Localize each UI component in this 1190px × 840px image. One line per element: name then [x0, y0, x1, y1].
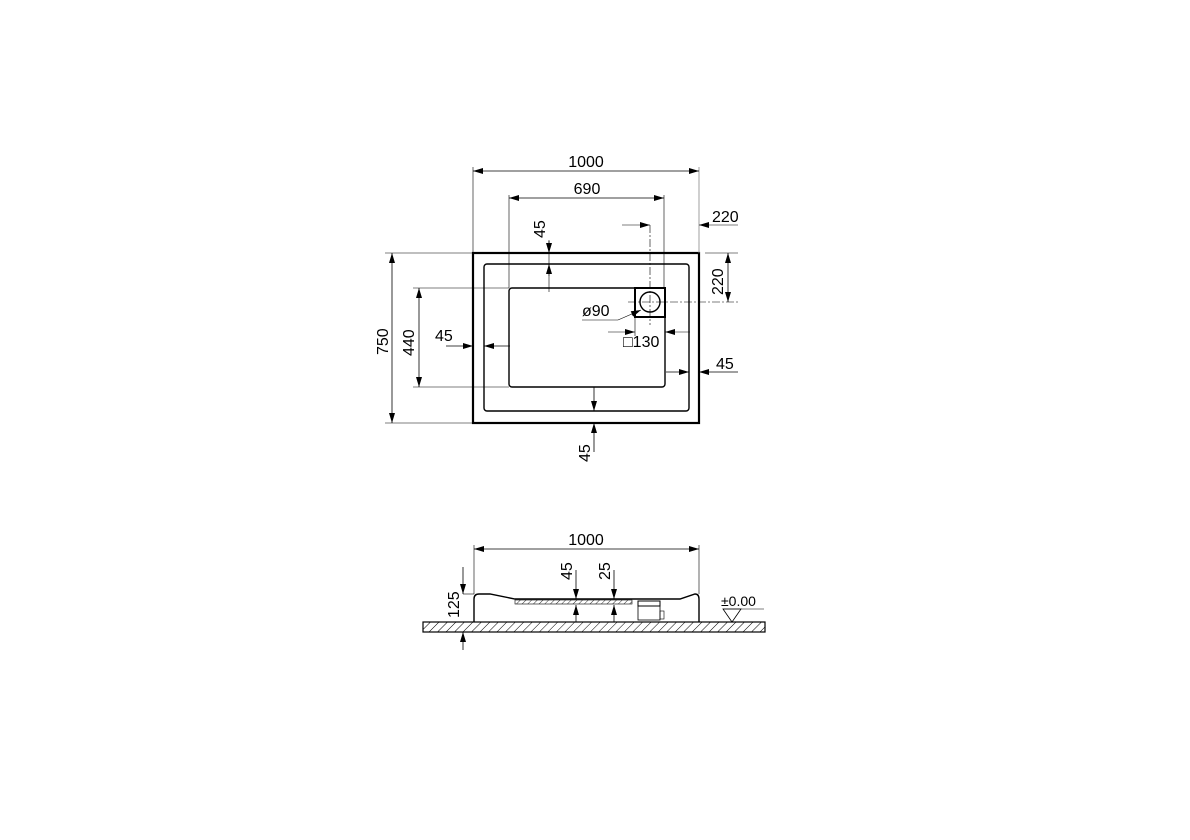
floor-level-label: ±0.00 — [721, 593, 756, 609]
dim-drain-offset-right: 220 — [712, 209, 739, 226]
tray-slope-hatch — [514, 599, 633, 605]
tray-inner-rim — [483, 263, 690, 412]
drain-trap — [637, 605, 661, 621]
level-marker-icon — [722, 608, 742, 623]
dim-drain-diameter: ø90 — [582, 303, 610, 320]
tray-outline — [471, 251, 701, 425]
drain-body — [637, 600, 661, 607]
dim-drain-box: □130 — [623, 334, 659, 351]
section-dim-step: 25 — [597, 562, 614, 580]
tray-section — [473, 593, 700, 622]
dim-rim-bottom: 45 — [577, 444, 594, 462]
dim-rim-top: 45 — [532, 220, 549, 238]
section-dim-slope: 45 — [559, 562, 576, 580]
floor-slab — [422, 621, 766, 633]
section-dim-height: 125 — [446, 591, 463, 618]
dim-overall-width: 1000 — [568, 154, 604, 171]
dim-overall-depth: 750 — [375, 328, 392, 355]
dim-rim-left: 45 — [435, 328, 453, 345]
tray-basin — [508, 287, 666, 388]
section-view: 1000 45 25 125 ±0.00 — [422, 532, 766, 650]
plan-view: 1000 690 220 45 220 ø90 □130 45 — [375, 154, 740, 462]
dim-drain-offset-top: 220 — [710, 268, 727, 295]
dim-inner-depth: 440 — [401, 329, 418, 356]
dim-inner-width: 690 — [574, 181, 601, 198]
dim-rim-right: 45 — [716, 356, 734, 373]
section-dim-width: 1000 — [568, 532, 604, 549]
